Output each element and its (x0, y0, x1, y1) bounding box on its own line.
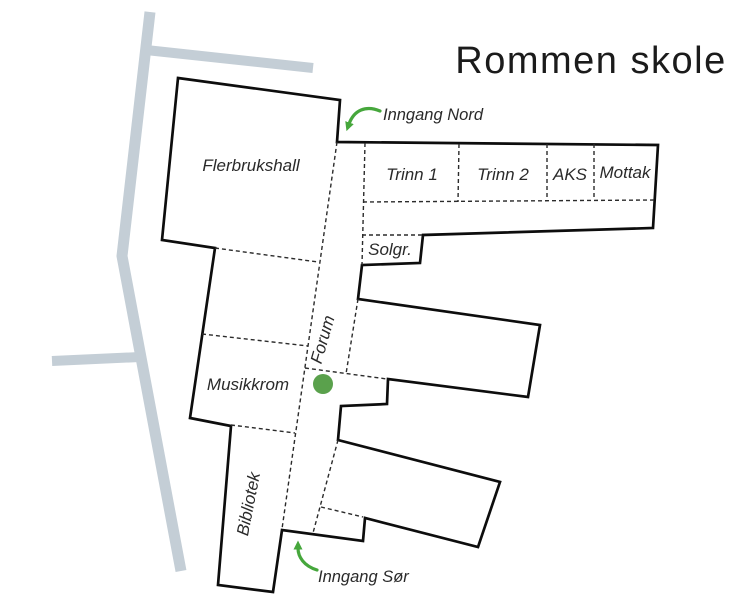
interior-partitions (201, 141, 655, 534)
inngang-sor-arrow-icon (293, 540, 319, 572)
partition-south-vestibule (320, 506, 364, 518)
partition-forum-left (281, 141, 338, 530)
room-label-solgr: Solgr. (368, 240, 412, 259)
room-label-aks: AKS (552, 165, 588, 184)
partition-flerbrukshall-south (214, 247, 319, 263)
partition-forum-right-north (361, 142, 366, 266)
location-marker-dot (313, 374, 333, 394)
partition-musikkrom-top (201, 333, 309, 347)
partition-trinn1-trinn2 (457, 143, 460, 203)
building-outline (160, 76, 660, 594)
room-label-flerbrukshall: Flerbrukshall (202, 156, 301, 175)
room-label-mottak: Mottak (599, 163, 652, 182)
page-title: Rommen skole (455, 40, 726, 82)
road-main (116, 11, 187, 573)
room-label-trinn2: Trinn 2 (477, 165, 529, 184)
entrance-label-nord: Inngang Nord (383, 106, 484, 124)
partition-musikkrom-bibliotek (230, 424, 296, 434)
partition-forum-right-south (312, 439, 339, 534)
room-label-trinn1: Trinn 1 (386, 165, 438, 184)
road-branch-west (51, 352, 141, 366)
road-branch-north (145, 45, 314, 73)
entrance-nord: Inngang Nord (345, 106, 484, 132)
partition-forum-right-mid (345, 298, 359, 375)
room-label-musikkrom: Musikkrom (207, 375, 289, 394)
entrance-label-sor: Inngang Sør (318, 568, 410, 586)
inngang-nord-arrow-icon (345, 106, 382, 132)
entrance-sor: Inngang Sør (293, 540, 410, 586)
